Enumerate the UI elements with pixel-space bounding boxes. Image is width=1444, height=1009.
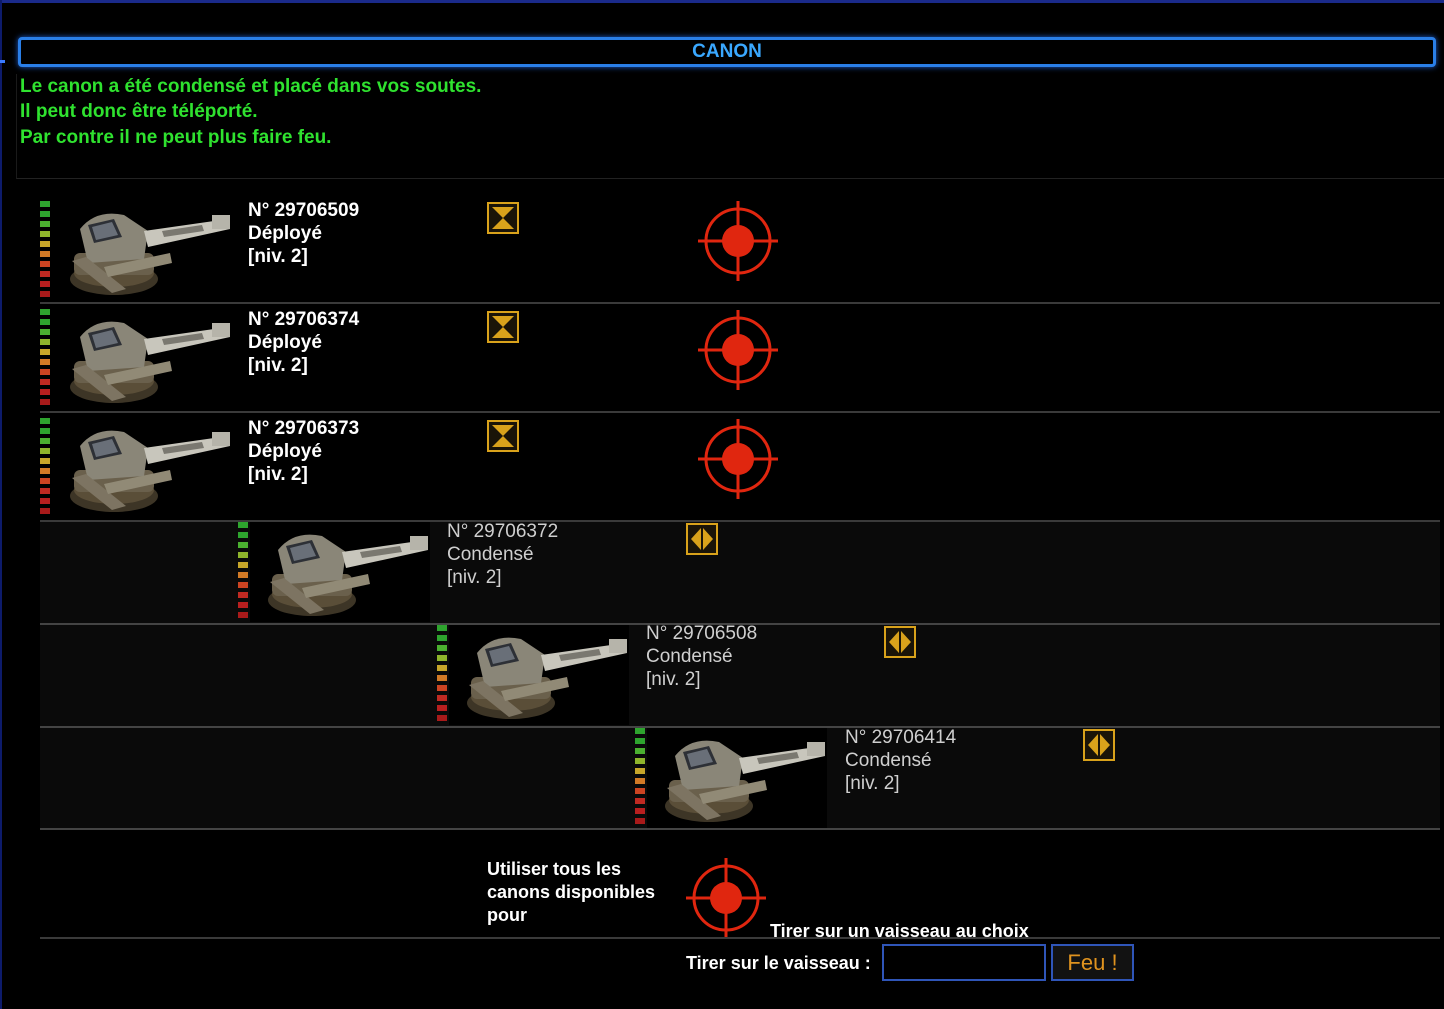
window-top-border xyxy=(0,0,1444,3)
cannon-status: Déployé xyxy=(248,223,322,244)
choose-ship-label: Tirer sur un vaisseau au choix xyxy=(770,921,1029,941)
health-meter xyxy=(40,418,50,518)
cannon-status: Condensé xyxy=(646,646,733,667)
window-left-border xyxy=(0,0,2,1009)
cannon-turret-icon xyxy=(647,728,827,828)
expand-arrows-icon xyxy=(1088,734,1110,756)
fire-target-button[interactable] xyxy=(697,418,779,500)
fire-button[interactable]: Feu ! xyxy=(1051,944,1134,981)
cannon-turret-icon xyxy=(250,522,430,622)
cannon-turret-icon xyxy=(52,201,232,301)
condense-button[interactable] xyxy=(487,202,519,234)
crosshair-target-icon xyxy=(698,310,778,390)
cannon-number: N° 29706372 xyxy=(447,521,559,542)
cannon-row: N° 29706373 Déployé [niv. 2] xyxy=(40,413,1440,522)
crosshair-target-icon xyxy=(686,858,766,938)
cannon-status: Déployé xyxy=(248,441,322,462)
fire-all-target-button[interactable] xyxy=(685,857,767,939)
cannon-level: [niv. 2] xyxy=(845,773,900,794)
health-meter xyxy=(635,728,645,828)
status-message: Le canon a été condensé et placé dans vo… xyxy=(16,74,1444,179)
fire-all-label: Utiliser tous les canons disponibles pou… xyxy=(487,858,655,927)
health-meter xyxy=(40,201,50,301)
cannon-level: [niv. 2] xyxy=(248,355,308,376)
window-edge-marker xyxy=(0,60,5,63)
cannon-info: N° 29706509 Déployé [niv. 2] xyxy=(248,199,359,268)
fire-all-label-line: canons disponibles xyxy=(487,882,656,902)
cannon-info: N° 29706508 Condensé [niv. 2] xyxy=(646,622,757,691)
health-meter xyxy=(437,625,447,725)
expand-arrows-icon xyxy=(691,528,713,550)
condense-button[interactable] xyxy=(487,311,519,343)
cannon-number: N° 29706508 xyxy=(646,623,758,644)
cannon-row: N° 29706414 Condensé [niv. 2] xyxy=(40,726,1440,830)
crosshair-target-icon xyxy=(698,419,778,499)
cannon-status: Condensé xyxy=(845,750,932,771)
cannon-number: N° 29706509 xyxy=(248,200,360,221)
cannon-number: N° 29706373 xyxy=(248,418,360,439)
panel-title: CANON xyxy=(18,37,1436,67)
cannon-turret-icon xyxy=(52,309,232,409)
expand-arrows-icon xyxy=(889,631,911,653)
condense-button[interactable] xyxy=(487,420,519,452)
status-message-line: Le canon a été condensé et placé dans vo… xyxy=(20,76,482,97)
target-ship-label: Tirer sur le vaisseau : xyxy=(686,953,871,973)
deploy-button[interactable] xyxy=(686,523,718,555)
cannon-row: N° 29706508 Condensé [niv. 2] xyxy=(40,622,1440,728)
cannon-row: N° 29706372 Condensé [niv. 2] xyxy=(40,520,1440,625)
cannon-row: N° 29706509 Déployé [niv. 2] xyxy=(40,193,1440,304)
cannon-turret-icon xyxy=(52,418,232,518)
hourglass-condense-icon xyxy=(492,207,514,229)
cannon-info: N° 29706414 Condensé [niv. 2] xyxy=(845,726,956,795)
health-meter xyxy=(238,522,248,622)
deploy-button[interactable] xyxy=(1083,729,1115,761)
cannon-status: Condensé xyxy=(447,544,534,565)
cannon-level: [niv. 2] xyxy=(248,246,308,267)
hourglass-condense-icon xyxy=(492,316,514,338)
cannon-number: N° 29706374 xyxy=(248,309,360,330)
crosshair-target-icon xyxy=(698,201,778,281)
cannon-status: Déployé xyxy=(248,332,322,353)
target-ship-input[interactable] xyxy=(882,944,1046,981)
status-message-line: Il peut donc être téléporté. xyxy=(20,101,258,122)
fire-target-button[interactable] xyxy=(697,309,779,391)
cannon-level: [niv. 2] xyxy=(248,464,308,485)
deploy-button[interactable] xyxy=(884,626,916,658)
cannon-level: [niv. 2] xyxy=(646,669,701,690)
cannon-number: N° 29706414 xyxy=(845,727,957,748)
fire-all-label-line: Utiliser tous les xyxy=(487,859,622,879)
fire-target-button[interactable] xyxy=(697,200,779,282)
health-meter xyxy=(40,309,50,409)
cannon-info: N° 29706372 Condensé [niv. 2] xyxy=(447,520,558,589)
cannon-level: [niv. 2] xyxy=(447,567,502,588)
cannon-row: N° 29706374 Déployé [niv. 2] xyxy=(40,304,1440,413)
cannon-turret-icon xyxy=(449,625,629,725)
fire-all-label-line: pour xyxy=(487,905,527,925)
cannon-info: N° 29706373 Déployé [niv. 2] xyxy=(248,417,359,486)
section-divider xyxy=(40,937,1440,939)
status-message-line: Par contre il ne peut plus faire feu. xyxy=(20,127,332,148)
hourglass-condense-icon xyxy=(492,425,514,447)
cannon-info: N° 29706374 Déployé [niv. 2] xyxy=(248,308,359,377)
